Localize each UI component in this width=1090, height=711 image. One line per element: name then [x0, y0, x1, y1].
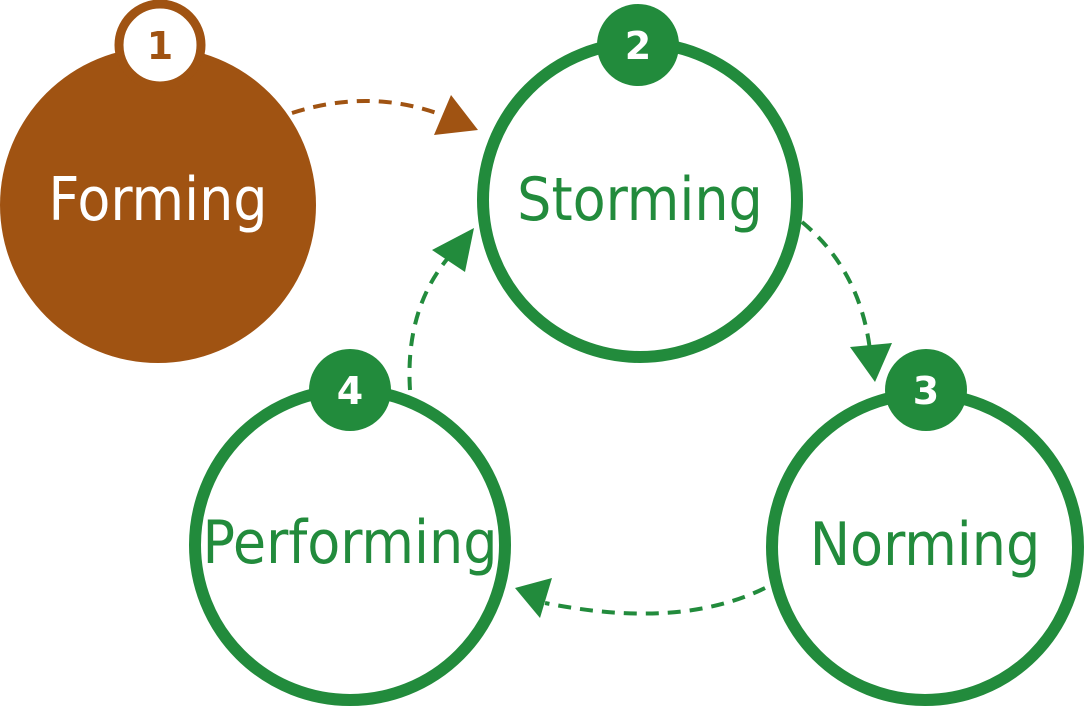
arrowhead-icon: [434, 95, 478, 135]
forming-label: Forming: [48, 165, 267, 235]
arrowhead-icon: [850, 343, 892, 382]
arrowhead-icon: [432, 228, 474, 272]
arrow-storming-to-norming: [800, 220, 892, 382]
forming-number: 1: [147, 24, 173, 68]
performing-badge: [309, 349, 391, 431]
stage-norming: 3 Norming: [766, 349, 1084, 706]
forming-circle: [0, 47, 316, 363]
stage-forming: 1 Forming: [0, 0, 316, 363]
stage-performing: 4 Performing: [189, 349, 511, 706]
norming-label: Norming: [810, 510, 1041, 580]
norming-badge: [885, 349, 967, 431]
storming-label: Storming: [517, 165, 763, 235]
arrow-forming-to-storming: [291, 95, 478, 135]
arrow-performing-to-storming: [407, 228, 474, 391]
performing-number: 4: [337, 369, 363, 413]
arrowhead-icon: [515, 578, 552, 618]
performing-label: Performing: [202, 508, 497, 578]
forming-badge: [114, 0, 206, 91]
storming-number: 2: [625, 24, 651, 68]
storming-badge: [597, 4, 679, 86]
arrow-norming-to-performing: [515, 578, 766, 618]
norming-number: 3: [913, 369, 939, 413]
stage-storming: 2 Storming: [477, 4, 803, 363]
